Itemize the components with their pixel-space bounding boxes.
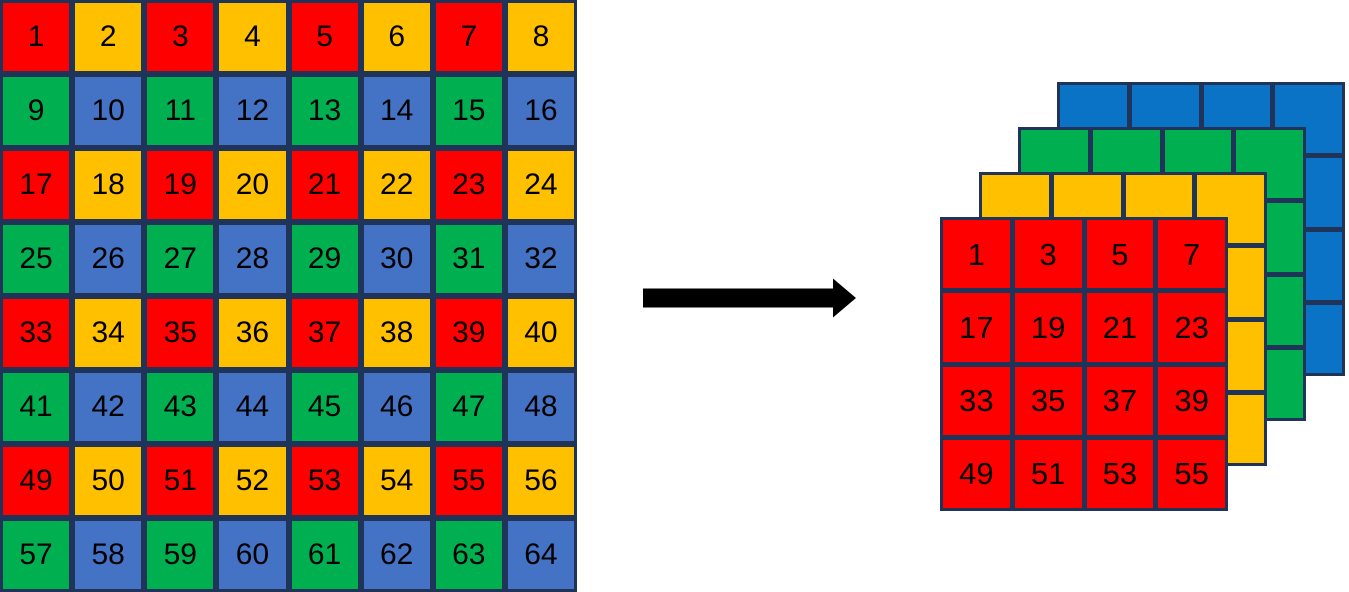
input-grid-cell: 47 xyxy=(435,373,502,441)
input-grid-cell: 2 xyxy=(75,3,142,71)
output-layer-cell: 23 xyxy=(1158,293,1225,362)
input-grid-cell: 54 xyxy=(363,447,430,515)
output-layer-cell: 37 xyxy=(1086,366,1154,435)
input-grid-cell: 5 xyxy=(291,3,358,71)
output-layer-cell: 51 xyxy=(1014,439,1082,508)
input-grid-cell: 25 xyxy=(3,225,70,293)
input-grid-cell: 11 xyxy=(147,77,214,145)
input-grid-cell: 31 xyxy=(435,225,502,293)
input-grid-cell: 43 xyxy=(147,373,214,441)
input-grid-cell: 4 xyxy=(219,3,286,71)
input-grid-cell: 32 xyxy=(507,225,574,293)
input-grid-cell: 53 xyxy=(291,447,358,515)
input-grid-cell: 38 xyxy=(363,299,430,367)
input-grid-cell: 22 xyxy=(363,151,430,219)
input-grid-cell: 50 xyxy=(75,447,142,515)
input-grid-cell: 8 xyxy=(507,3,574,71)
input-grid-cell: 18 xyxy=(75,151,142,219)
input-grid-cell: 1 xyxy=(3,3,70,71)
output-layer-cell: 7 xyxy=(1158,220,1225,289)
input-grid-cell: 6 xyxy=(363,3,430,71)
input-grid-cell: 14 xyxy=(363,77,430,145)
output-layer-cell: 19 xyxy=(1014,293,1082,362)
input-grid-cell: 57 xyxy=(3,521,70,589)
input-grid-cell: 17 xyxy=(3,151,70,219)
input-grid-cell: 15 xyxy=(435,77,502,145)
output-layer-cell: 17 xyxy=(943,293,1010,362)
output-layer-cell: 1 xyxy=(943,220,1010,289)
input-grid-cell: 48 xyxy=(507,373,574,441)
input-grid-cell: 19 xyxy=(147,151,214,219)
input-grid-cell: 35 xyxy=(147,299,214,367)
input-grid-cell: 3 xyxy=(147,3,214,71)
input-grid-cell: 9 xyxy=(3,77,70,145)
input-grid-cell: 12 xyxy=(219,77,286,145)
input-grid-cell: 28 xyxy=(219,225,286,293)
input-grid-cell: 20 xyxy=(219,151,286,219)
output-layer-cell: 55 xyxy=(1158,439,1225,508)
input-grid-cell: 61 xyxy=(291,521,358,589)
input-grid-cell: 44 xyxy=(219,373,286,441)
input-grid-cell: 24 xyxy=(507,151,574,219)
input-grid-cell: 58 xyxy=(75,521,142,589)
input-grid-cell: 63 xyxy=(435,521,502,589)
input-grid-cell: 41 xyxy=(3,373,70,441)
input-grid-cell: 64 xyxy=(507,521,574,589)
input-grid-cell: 56 xyxy=(507,447,574,515)
input-grid-cell: 23 xyxy=(435,151,502,219)
transform-arrow-icon xyxy=(643,278,856,318)
output-layer-cell: 39 xyxy=(1158,366,1225,435)
input-grid-cell: 39 xyxy=(435,299,502,367)
input-grid-cell: 46 xyxy=(363,373,430,441)
input-grid-cell: 27 xyxy=(147,225,214,293)
output-layer-cell: 49 xyxy=(943,439,1010,508)
input-grid-cell: 36 xyxy=(219,299,286,367)
input-grid-cell: 37 xyxy=(291,299,358,367)
input-grid-cell: 51 xyxy=(147,447,214,515)
input-grid-cell: 45 xyxy=(291,373,358,441)
input-grid-cell: 30 xyxy=(363,225,430,293)
input-grid-cell: 29 xyxy=(291,225,358,293)
input-grid-cell: 13 xyxy=(291,77,358,145)
input-grid-cell: 26 xyxy=(75,225,142,293)
input-grid-cell: 62 xyxy=(363,521,430,589)
right-arrow-shape xyxy=(643,278,856,318)
input-grid-cell: 34 xyxy=(75,299,142,367)
output-layer-cell: 33 xyxy=(943,366,1010,435)
input-grid-cell: 7 xyxy=(435,3,502,71)
output-layer-cell: 53 xyxy=(1086,439,1154,508)
input-grid-cell: 52 xyxy=(219,447,286,515)
input-grid-cell: 10 xyxy=(75,77,142,145)
input-grid-cell: 60 xyxy=(219,521,286,589)
output-layer-cell: 5 xyxy=(1086,220,1154,289)
input-grid-cell: 42 xyxy=(75,373,142,441)
input-grid-cell: 59 xyxy=(147,521,214,589)
output-layer-cell: 35 xyxy=(1014,366,1082,435)
input-grid-cell: 55 xyxy=(435,447,502,515)
input-grid-cell: 49 xyxy=(3,447,70,515)
output-layer-cell: 3 xyxy=(1014,220,1082,289)
input-grid-cell: 21 xyxy=(291,151,358,219)
input-grid-cell: 40 xyxy=(507,299,574,367)
input-grid-cell: 16 xyxy=(507,77,574,145)
output-layer-cell: 21 xyxy=(1086,293,1154,362)
input-grid-cell: 33 xyxy=(3,299,70,367)
